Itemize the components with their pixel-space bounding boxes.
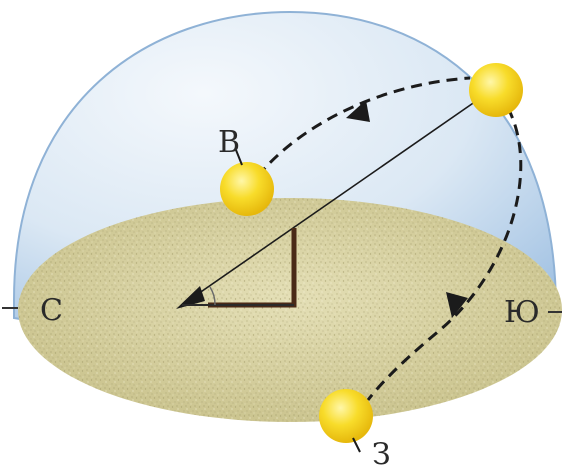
rising-arrow: [346, 100, 370, 122]
sun-path-rising: [256, 76, 471, 177]
sun-ray-line: [181, 89, 493, 306]
west-leader: [352, 437, 361, 453]
label-south: Ю: [504, 295, 540, 330]
ray-arrowhead: [176, 286, 205, 309]
sun-noon: [469, 63, 523, 117]
setting-arrow: [446, 292, 468, 318]
label-east: В: [218, 125, 240, 160]
ground-texture: [18, 198, 562, 422]
sun-east: [220, 162, 274, 216]
sun-path-setting: [366, 107, 523, 401]
label-west: З: [372, 437, 391, 471]
altitude-angle-arc: [209, 286, 216, 306]
label-north: С: [40, 293, 63, 328]
east-leader: [235, 149, 243, 166]
sun-west: [319, 389, 373, 443]
